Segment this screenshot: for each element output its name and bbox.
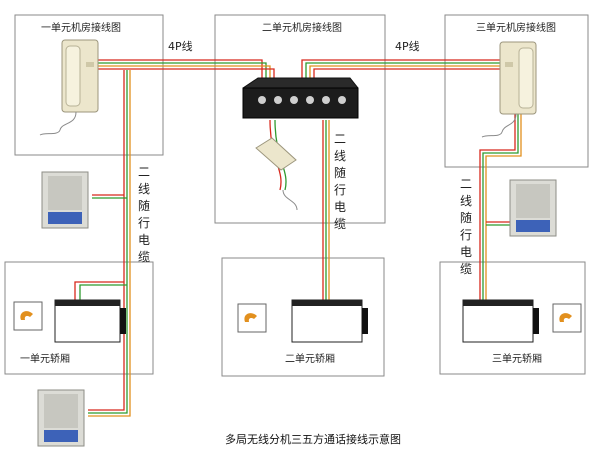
room2-title: 二单元机房接线图	[262, 21, 342, 34]
cable-left-char: 随	[138, 198, 150, 213]
port-2	[274, 96, 282, 104]
room1-intercom	[39, 39, 99, 136]
room3-title: 三单元机房接线图	[476, 21, 556, 34]
port-5	[322, 96, 330, 104]
car3-title: 三单元轿厢	[492, 352, 542, 365]
cable-mid-char: 二	[334, 132, 346, 146]
port-6	[338, 96, 346, 104]
room2-controller	[242, 77, 359, 119]
car2-phone-button	[237, 303, 267, 333]
cable-left-car-green	[79, 284, 127, 300]
cable-mid-char: 电	[334, 200, 346, 214]
port-4	[306, 96, 314, 104]
label-4p-left: 4P线	[168, 39, 193, 53]
speaker-right	[509, 179, 557, 237]
cable-right-char: 随	[460, 210, 472, 225]
car3-phone-button	[552, 303, 582, 333]
cable-left-red	[88, 70, 125, 411]
speaker-lower-left	[37, 389, 85, 447]
port-3	[290, 96, 298, 104]
cable-left-green	[88, 70, 128, 414]
label-cable-right: 二 线 随 行 电 缆	[460, 177, 472, 276]
label-cable-mid: 二 线 随 行 电 缆	[334, 132, 346, 231]
cable-left-car-red	[74, 281, 124, 300]
cable-mid-char: 缆	[334, 217, 346, 231]
car2-control-module	[291, 299, 368, 343]
car1-phone-button	[13, 301, 43, 331]
cable-left-char: 二	[138, 165, 150, 179]
room2-box	[214, 14, 386, 224]
cable-left-char: 行	[138, 216, 150, 230]
port-1	[258, 96, 266, 104]
cable-right-char: 二	[460, 177, 472, 191]
cable-right-char: 缆	[460, 262, 472, 276]
car1-control-module	[54, 299, 126, 343]
cable-right-char: 行	[460, 228, 472, 242]
cable-left-char: 缆	[138, 250, 150, 264]
cable-right-orange	[485, 76, 522, 300]
car3-control-module	[462, 299, 539, 343]
car1-title: 一单元轿厢	[20, 352, 70, 365]
cable-mid-char: 随	[334, 165, 346, 180]
cable-right-char: 电	[460, 245, 472, 259]
cable-mid-char: 行	[334, 183, 346, 197]
car2-title: 二单元轿厢	[285, 352, 335, 365]
cable-mid-char: 线	[334, 149, 346, 163]
label-4p-right: 4P线	[395, 39, 420, 53]
diagram-caption: 多局无线分机三五方通话接线示意图	[225, 432, 401, 446]
cable-left-char: 线	[138, 182, 150, 196]
speaker-upper-left	[41, 171, 89, 229]
cable-left-orange	[88, 70, 131, 417]
cable-left-char: 电	[138, 233, 150, 247]
room3-intercom	[481, 41, 537, 138]
cable-right-char: 线	[460, 194, 472, 208]
label-cable-left: 二 线 随 行 电 缆	[138, 165, 150, 264]
room2-handset	[255, 137, 298, 211]
room1-title: 一单元机房接线图	[41, 21, 121, 34]
